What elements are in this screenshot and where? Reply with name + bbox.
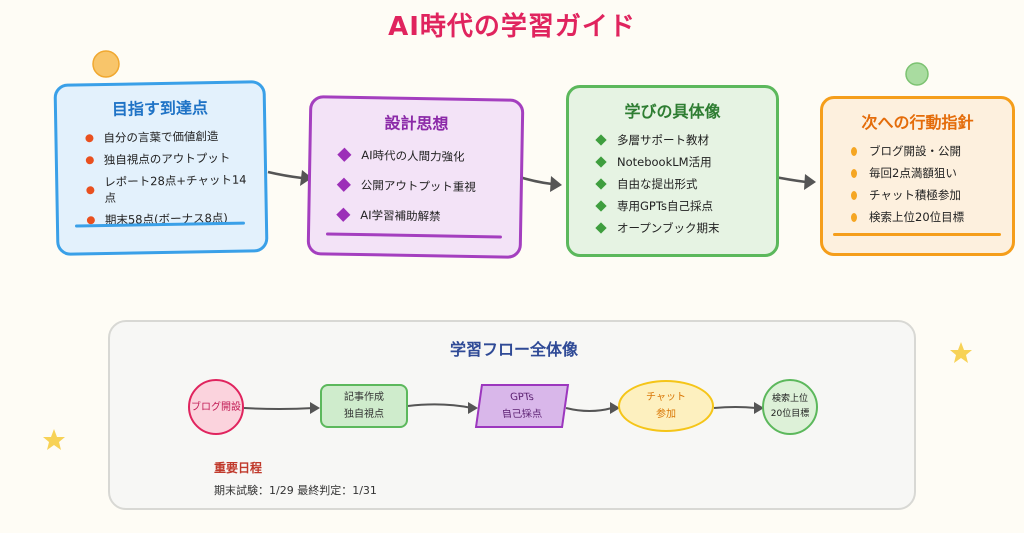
design-card: 設計思想 AI時代の人間力強化 公開アウトプット重視 AI学習補助解禁 [306,95,525,259]
bullet-icon [851,146,857,156]
bullet-icon [851,190,857,200]
orange-circle-decoration [92,50,120,78]
underline-decoration [325,232,502,239]
page-title: AI時代の学習ガイド [388,12,636,42]
bullet-icon [851,168,857,178]
list-item: 自由な提出形式 [583,176,762,192]
list-item: 多層サポート教材 [583,132,762,148]
flow-arrow [407,403,473,409]
node-label: 独自視点 [344,409,384,420]
item-text: オープンブック期末 [617,221,720,235]
card-title: 次への行動指針 [861,113,974,132]
diamond-bullet-icon [595,222,607,234]
list-item: 毎回2点満額狙い [837,165,998,181]
flow-node-search: 検索上位 20位目標 [762,379,818,435]
item-text: レポート28点+チャット14点 [104,172,247,205]
item-text: チャット積極参加 [869,188,961,202]
flow-arrow [243,407,315,410]
schedule-title: 重要日程 [214,461,263,475]
node-label: チャット [646,392,686,403]
arrow-head-icon [310,402,320,414]
card-title: 設計思想 [384,113,449,134]
flow-node-gpts: GPTs 自己採点 [474,384,570,428]
star-icon [43,429,65,450]
bullet-icon [85,156,94,165]
schedule-text: 期末試験：1/29 最終判定：1/31 [214,484,377,497]
list-item: AI学習補助解禁 [324,206,505,225]
flow-arrow [565,407,613,412]
arrow-head-icon [610,402,620,414]
node-label: GPTs [509,392,535,403]
diamond-bullet-icon [595,134,607,146]
list-item: NotebookLM活用 [583,154,762,170]
bullet-icon [86,186,95,195]
list-item: 独自視点のアウトプット [72,149,250,168]
list-item: 検索上位20位目標 [837,209,998,225]
arrow-head-icon [550,176,562,192]
node-label: 自己採点 [501,409,543,420]
flow-title: 学習フロー全体像 [449,340,578,359]
node-label: ブログ開設 [191,401,241,413]
item-text: ブログ開設・公開 [869,144,961,158]
diamond-bullet-icon [337,147,352,162]
green-circle-decoration [905,62,929,86]
list-item: レポート28点+チャット14点 [72,171,251,206]
item-text: 独自視点のアウトプット [103,150,231,167]
item-text: 公開アウトプット重視 [360,178,476,195]
list-item: 専用GPTs自己採点 [583,198,762,214]
list-item: チャット積極参加 [837,187,998,203]
list-item: 公開アウトプット重視 [325,176,506,195]
item-text: 検索上位20位目標 [869,210,965,224]
star-icon [950,342,972,363]
arrow-head-icon [468,402,478,414]
node-label: 20位目標 [770,409,810,419]
flow-arrow [713,406,757,409]
arrow-head-icon [754,402,764,414]
item-text: NotebookLM活用 [617,155,712,169]
node-label: 検索上位 [771,393,808,404]
card-title: 目指す到達点 [111,98,209,119]
item-text: AI学習補助解禁 [360,208,441,224]
concrete-card: 学びの具体像 多層サポート教材 NotebookLM活用 自由な提出形式 専用G… [566,85,779,257]
flow-node-chat: チャット参加 [618,380,714,432]
diamond-bullet-icon [595,156,607,168]
flow-node-blog: ブログ開設 [188,379,244,435]
diamond-bullet-icon [336,207,351,222]
diamond-bullet-icon [595,178,607,190]
action-card: 次への行動指針 ブログ開設・公開 毎回2点満額狙い チャット積極参加 検索上位2… [820,96,1015,256]
node-label: 参加 [656,409,676,420]
underline-decoration [833,233,1001,236]
flow-arrows [243,402,764,414]
bullet-icon [85,134,94,143]
card-title: 学びの具体像 [624,102,721,121]
item-text: 専用GPTs自己採点 [617,199,713,213]
arrow-card1-card2 [267,170,303,180]
flow-node-article: 記事作成独自視点 [320,384,408,428]
arrow-head-icon [804,174,816,190]
node-label: 記事作成 [344,392,384,403]
bullet-icon [851,212,857,222]
bullet-icon [86,216,95,225]
item-text: AI時代の人間力強化 [361,148,465,164]
item-text: 多層サポート教材 [617,133,709,147]
list-item: オープンブック期末 [583,220,762,236]
list-item: ブログ開設・公開 [837,143,998,159]
list-item: 自分の言葉で価値創造 [71,127,249,146]
list-item: AI時代の人間力強化 [325,146,506,165]
diamond-bullet-icon [336,177,351,192]
arrow-head-icon [300,170,312,186]
diamond-bullet-icon [595,200,607,212]
item-text: 自分の言葉で価値創造 [103,128,219,145]
item-text: 自由な提出形式 [617,177,698,191]
goal-card: 目指す到達点 自分の言葉で価値創造 独自視点のアウトプット レポート28点+チャ… [53,80,269,256]
item-text: 毎回2点満額狙い [869,166,957,180]
